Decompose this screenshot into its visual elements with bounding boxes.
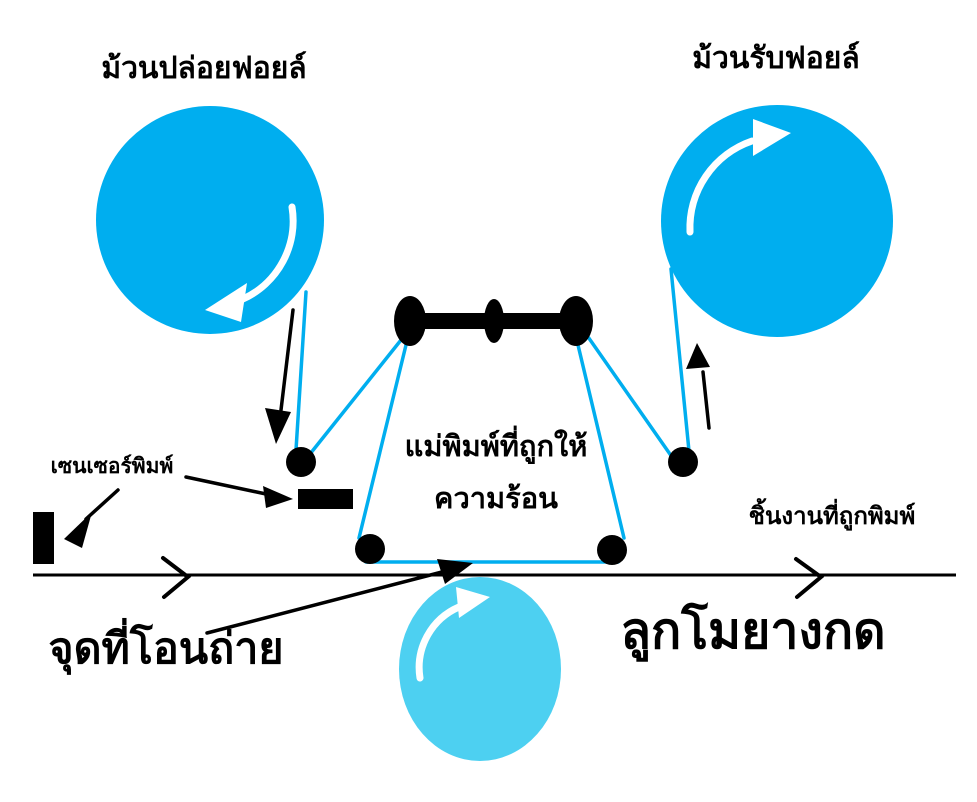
unwind-roll-circle <box>96 106 324 334</box>
foil-down-arrow <box>265 308 295 444</box>
rubber-pressure-roller-circle <box>399 577 561 761</box>
label-takeup-roll: ม้วนรับฟอยล์ <box>692 41 860 76</box>
label-printed-workpiece: ชิ้นงานที่ถูกพิมพ์ <box>748 502 916 530</box>
guide-roller-upper-left <box>286 447 316 477</box>
rubber-roller-rotation-arrow-icon <box>415 587 490 682</box>
foil-path-lines <box>294 267 691 564</box>
guide-roller-lower-right <box>597 535 627 565</box>
label-print-sensor: เซนเซอร์พิมพ์ <box>50 454 174 478</box>
sensor-pointer-arrow-left <box>64 488 120 548</box>
web-direction-chevron-left <box>161 556 192 599</box>
web-direction-chevron-right <box>794 557 825 599</box>
takeup-rotation-arrow-icon <box>686 119 791 236</box>
heated-die-shaft <box>394 296 593 346</box>
transfer-point-arrow <box>205 559 473 635</box>
unwind-rotation-arrow-icon <box>205 203 297 322</box>
guide-roller-lower-left <box>355 534 385 564</box>
label-heated-die-line2: ความร้อน <box>434 481 558 516</box>
print-sensor-block-center <box>298 489 353 509</box>
label-transfer-point: จุดที่โอนถ่าย <box>48 624 284 674</box>
print-sensor-block-left <box>33 512 54 564</box>
label-unwind-roll: ม้วนปล่อยฟอยล์ <box>101 51 307 86</box>
sensor-pointer-arrow-right <box>184 475 293 508</box>
label-heated-die: แม่พิมพ์ที่ถูกให้ ความร้อน <box>405 420 588 524</box>
foil-up-arrow <box>686 343 711 430</box>
guide-roller-upper-right <box>668 447 698 477</box>
label-heated-die-line1: แม่พิมพ์ที่ถูกให้ <box>404 429 588 463</box>
label-rubber-pressure-roller: ลูกโมยางกด <box>620 602 886 660</box>
